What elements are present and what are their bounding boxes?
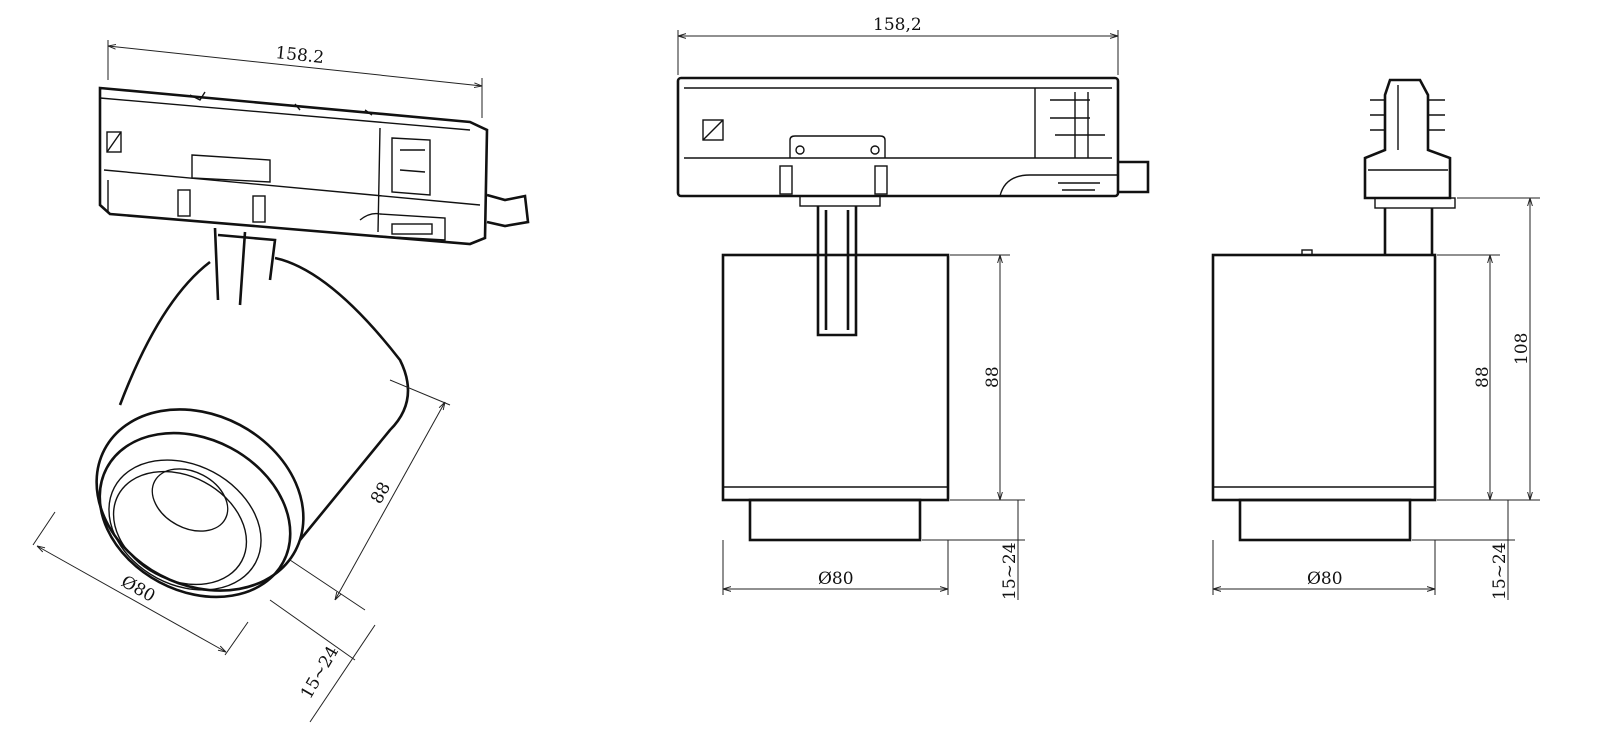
- stem: [1383, 208, 1434, 255]
- front-diameter-label: Ø80: [818, 569, 854, 589]
- front-lens-depth-label: 15~24: [1000, 542, 1020, 600]
- track-adapter: [98, 86, 530, 246]
- cylinder-body: [721, 253, 950, 542]
- dimension-lines: [32, 40, 483, 723]
- stem: [816, 206, 858, 337]
- side-height-label: 88: [1473, 366, 1493, 388]
- front-view: 158,2 88 Ø80 15~24: [676, 15, 1150, 600]
- side-total-height-label: 108: [1512, 333, 1532, 365]
- side-diameter-label: Ø80: [1307, 569, 1343, 589]
- side-lens-depth-label: 15~24: [1490, 542, 1510, 600]
- track-adapter: [676, 76, 1150, 207]
- cylinder-body: [1211, 249, 1437, 542]
- isometric-view: 158.2 88 Ø80 15~24: [32, 40, 530, 723]
- front-height-label: 88: [983, 366, 1003, 388]
- stem: [213, 227, 277, 306]
- front-length-label: 158,2: [873, 15, 922, 35]
- track-adapter: [1363, 78, 1456, 209]
- iso-lens-depth-label: 15~24: [297, 643, 343, 703]
- iso-height-label: 88: [367, 479, 395, 508]
- cylinder-body: [95, 256, 410, 599]
- dimension-lines: [1212, 197, 1540, 600]
- side-view: 88 108 Ø80 15~24: [1211, 78, 1540, 600]
- dimension-lines: [677, 30, 1119, 600]
